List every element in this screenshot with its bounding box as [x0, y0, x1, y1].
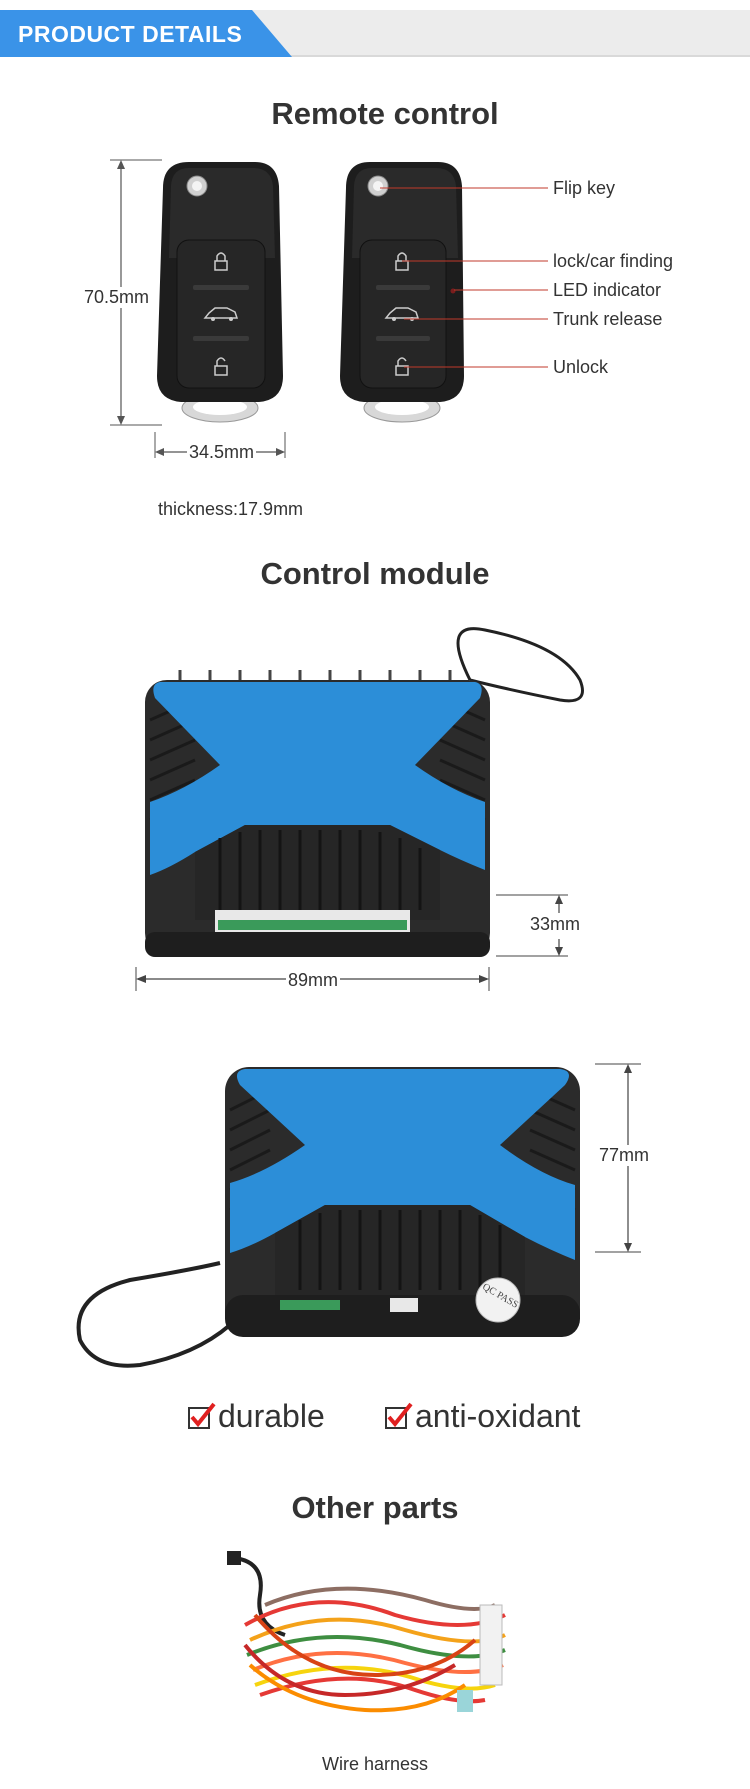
callout-unlock: Unlock — [553, 357, 609, 377]
lock-icon — [214, 252, 228, 271]
feature-durable: durable — [218, 1398, 325, 1434]
control-module-front — [145, 627, 584, 957]
callout-trunk: Trunk release — [553, 309, 663, 329]
header-banner-tab — [0, 10, 292, 57]
module-depth-label: 77mm — [597, 1145, 652, 1166]
remote-key-annotated — [340, 162, 464, 423]
check-icon — [188, 1402, 216, 1429]
header-banner-rule — [0, 55, 750, 57]
control-module-side: QC PASS — [76, 1067, 580, 1368]
remote-width-label: 34.5mm — [187, 442, 257, 463]
module-width-label: 89mm — [286, 970, 341, 991]
other-parts-heading: Other parts — [291, 1490, 459, 1525]
wire-harness-image — [227, 1551, 506, 1713]
feature-anti-oxidant: anti-oxidant — [415, 1398, 581, 1434]
module-height-label: 33mm — [528, 914, 583, 935]
remote-heading: Remote control — [271, 96, 499, 131]
check-icon — [385, 1402, 413, 1429]
callout-lock: lock/car finding — [553, 251, 674, 271]
remote-height-label: 70.5mm — [82, 287, 152, 308]
unlock-icon — [214, 357, 228, 376]
wire-harness-caption: Wire harness — [321, 1754, 429, 1774]
remote-callout-lines — [380, 187, 548, 368]
remote-key-front — [157, 162, 283, 423]
module-height-dimension — [496, 894, 568, 957]
callout-led: LED indicator — [553, 280, 662, 300]
remote-thickness: thickness:17.9mm — [158, 499, 304, 519]
module-heading: Control module — [260, 556, 490, 591]
callout-flip-key: Flip key — [553, 178, 616, 198]
banner-title: PRODUCT DETAILS — [18, 21, 243, 47]
car-icon — [203, 307, 239, 321]
